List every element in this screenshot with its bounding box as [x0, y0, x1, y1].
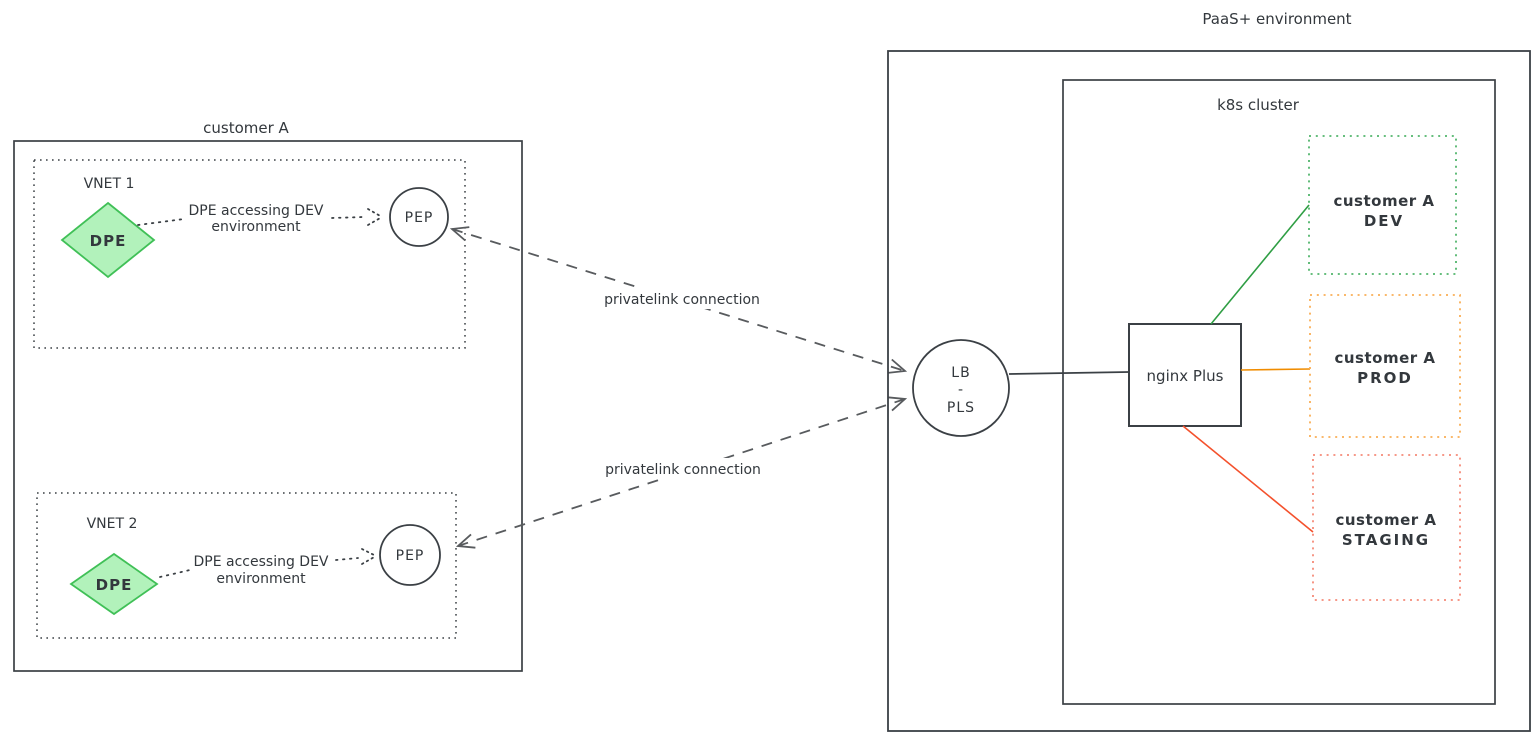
- paas-environment-box[interactable]: [887, 50, 1531, 732]
- env-staging-box[interactable]: [1312, 454, 1461, 601]
- lb-pls-label-line1: LB: [951, 365, 970, 381]
- nginx-plus-node[interactable]: [1128, 323, 1242, 427]
- dpe1-node[interactable]: [60, 201, 156, 279]
- env-prod-box[interactable]: [1309, 294, 1461, 438]
- vnet2-label: VNET 2: [87, 516, 138, 532]
- paas-environment-title: PaaS+ environment: [1202, 10, 1351, 28]
- k8s-cluster-box[interactable]: [1062, 79, 1496, 705]
- privatelink-top-label: privatelink connection: [604, 292, 760, 308]
- env-dev-env: DEV: [1364, 212, 1404, 230]
- dpe2-pep2-connector: [159, 569, 191, 578]
- nginx-dev-connector: [1210, 204, 1310, 325]
- dpe2-pep2-arrowhead: [361, 548, 377, 565]
- dpe1-label: DPE: [90, 232, 127, 250]
- vnet1-label: VNET 1: [84, 176, 135, 192]
- privatelink-top-label-backing: [593, 288, 771, 309]
- env-dev-name: customer A: [1333, 192, 1434, 210]
- pep2-node[interactable]: [379, 524, 441, 586]
- flow1-label-line1: DPE accessing DEV: [189, 203, 324, 219]
- privatelink-top-arrowhead-pep: [449, 226, 470, 242]
- flow2-label-line1: DPE accessing DEV: [194, 554, 329, 570]
- lb-pls-label-line2: -: [958, 382, 964, 398]
- pep1-node[interactable]: [389, 187, 449, 247]
- flow2-label-line2: environment: [216, 571, 306, 587]
- dpe2-label: DPE: [96, 576, 133, 594]
- dpe2-node[interactable]: [69, 552, 159, 616]
- dpe2-pep2-connector-2: [335, 557, 359, 561]
- lb-pls-label-line3: PLS: [947, 400, 975, 416]
- env-prod-name: customer A: [1334, 349, 1435, 367]
- pep2-label: PEP: [396, 548, 425, 564]
- lb-nginx-connector: [1008, 371, 1130, 375]
- privatelink-bottom-label: privatelink connection: [605, 462, 761, 478]
- vnet1-box[interactable]: [33, 159, 466, 349]
- customer-a-box[interactable]: [13, 140, 523, 672]
- dpe1-pep1-connector-2: [331, 216, 365, 219]
- dpe1-pep1-connector: [137, 218, 185, 226]
- lb-pls-node[interactable]: [912, 339, 1010, 437]
- privatelink-bottom-label-backing: [598, 458, 773, 479]
- env-staging-env: STAGING: [1342, 531, 1430, 549]
- nginx-staging-connector: [1182, 425, 1314, 533]
- privatelink-top-arrowhead-lb: [887, 358, 908, 374]
- nginx-plus-label: nginx Plus: [1147, 367, 1224, 385]
- privatelink-bottom-arrowhead-lb: [887, 396, 908, 412]
- nginx-prod-connector: [1240, 368, 1311, 371]
- flow1-label-line2: environment: [211, 219, 301, 235]
- env-prod-env: PROD: [1357, 369, 1413, 387]
- k8s-cluster-label: k8s cluster: [1217, 96, 1300, 114]
- dpe1-pep1-arrowhead: [367, 208, 383, 226]
- privatelink-bottom-arrowhead-pep: [455, 533, 476, 549]
- customer-a-title: customer A: [203, 119, 289, 137]
- env-staging-name: customer A: [1335, 511, 1436, 529]
- pep1-label: PEP: [405, 210, 434, 226]
